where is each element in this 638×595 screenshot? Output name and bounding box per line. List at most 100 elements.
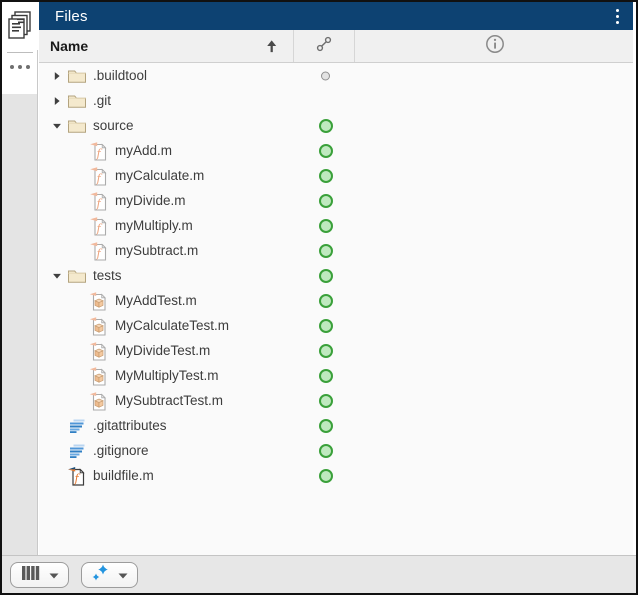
collapse-toggle-icon[interactable] [49, 118, 65, 134]
row-label: MyMultiplyTest.m [115, 368, 219, 383]
more-panels-button[interactable] [2, 53, 38, 81]
view-options-button[interactable] [10, 561, 69, 588]
tree-row[interactable]: MyDivideTest.m [39, 338, 635, 363]
tree-row[interactable]: source [39, 113, 635, 138]
git-status-column-header[interactable] [293, 30, 354, 62]
tree-row[interactable]: tests [39, 263, 635, 288]
tree-row[interactable]: MyCalculateTest.m [39, 313, 635, 338]
git-status-indicator [319, 168, 333, 183]
name-column-header[interactable]: Name [39, 30, 293, 62]
row-label: myDivide.m [115, 193, 186, 208]
panel-titlebar: Files [39, 2, 635, 30]
tree-row[interactable]: buildfile.m [39, 463, 635, 488]
row-label: MySubtractTest.m [115, 393, 224, 408]
row-label: tests [93, 268, 122, 283]
folder-icon [67, 91, 87, 111]
git-status-indicator [319, 343, 333, 358]
git-status-indicator [319, 193, 333, 208]
activity-sidebar [2, 2, 38, 555]
class-test-file-icon [89, 391, 109, 411]
row-label: .gitignore [93, 443, 149, 458]
git-status-indicator [319, 143, 333, 158]
files-stack-icon [7, 10, 33, 43]
collapse-toggle-icon[interactable] [49, 268, 65, 284]
toggle-spacer [71, 218, 87, 234]
row-label: .buildtool [93, 68, 148, 83]
folder-icon [67, 66, 87, 86]
text-lines-file-icon [67, 441, 87, 461]
name-column-label: Name [50, 38, 89, 54]
class-test-file-icon [89, 316, 109, 336]
git-status-indicator [319, 318, 333, 333]
info-column-header[interactable] [354, 30, 635, 62]
info-circle-icon [485, 34, 505, 59]
tree-row[interactable]: .gitignore [39, 438, 635, 463]
tree-row[interactable]: mySubtract.m [39, 238, 635, 263]
row-label: myMultiply.m [115, 218, 193, 233]
scrollbar-gutter [633, 2, 636, 555]
toggle-spacer [71, 393, 87, 409]
ai-assistant-button[interactable] [81, 561, 138, 588]
row-label: .git [93, 93, 112, 108]
toggle-spacer [49, 468, 65, 484]
folder-icon [67, 116, 87, 136]
git-status-indicator [319, 443, 333, 458]
tree-row[interactable]: myDivide.m [39, 188, 635, 213]
toggle-spacer [71, 143, 87, 159]
sidebar-divider [6, 52, 33, 53]
git-status-indicator [319, 368, 333, 383]
sort-ascending-icon[interactable] [264, 39, 279, 54]
row-label: MyCalculateTest.m [115, 318, 230, 333]
row-label: source [93, 118, 134, 133]
dropdown-caret-icon [49, 567, 59, 582]
function-file-icon [89, 166, 109, 186]
horizontal-ellipsis-icon [10, 65, 30, 69]
tree-row[interactable]: myAdd.m [39, 138, 635, 163]
git-status-indicator [319, 268, 333, 283]
function-file-icon [89, 241, 109, 261]
tree-row[interactable]: MyMultiplyTest.m [39, 363, 635, 388]
tree-row[interactable]: MyAddTest.m [39, 288, 635, 313]
folder-icon [67, 266, 87, 286]
row-label: myCalculate.m [115, 168, 205, 183]
toggle-spacer [71, 368, 87, 384]
git-status-indicator [319, 218, 333, 233]
expand-toggle-icon[interactable] [49, 68, 65, 84]
git-status-indicator [319, 468, 333, 483]
tree-row[interactable]: myCalculate.m [39, 163, 635, 188]
source-control-branch-icon [315, 35, 333, 58]
class-test-file-icon [89, 291, 109, 311]
text-lines-file-icon [67, 416, 87, 436]
tree-row[interactable]: .buildtool [39, 63, 635, 88]
tree-row[interactable]: MySubtractTest.m [39, 388, 635, 413]
expand-toggle-icon[interactable] [49, 93, 65, 109]
git-status-indicator [319, 393, 333, 408]
function-file-bold-icon [67, 466, 87, 486]
file-tree: .buildtool .git source myAdd.m [39, 63, 635, 488]
files-panel-tab[interactable] [2, 2, 38, 50]
row-label: .gitattributes [93, 418, 167, 433]
column-bars-icon [20, 564, 42, 585]
tree-row[interactable]: .gitattributes [39, 413, 635, 438]
toggle-spacer [49, 418, 65, 434]
toggle-spacer [71, 343, 87, 359]
panel-title: Files [55, 7, 88, 25]
column-header-row: Name [39, 30, 635, 63]
sparkles-icon [91, 563, 111, 586]
toggle-spacer [71, 318, 87, 334]
function-file-icon [89, 216, 109, 236]
row-label: MyAddTest.m [115, 293, 197, 308]
tree-row[interactable]: myMultiply.m [39, 213, 635, 238]
class-test-file-icon [89, 341, 109, 361]
toggle-spacer [49, 443, 65, 459]
git-status-indicator [319, 293, 333, 308]
kebab-menu-icon[interactable] [610, 5, 625, 28]
tree-row[interactable]: .git [39, 88, 635, 113]
git-status-indicator [319, 118, 333, 133]
dropdown-caret-icon [118, 567, 128, 582]
class-test-file-icon [89, 366, 109, 386]
git-status-indicator [319, 418, 333, 433]
row-label: mySubtract.m [115, 243, 199, 258]
function-file-icon [89, 191, 109, 211]
